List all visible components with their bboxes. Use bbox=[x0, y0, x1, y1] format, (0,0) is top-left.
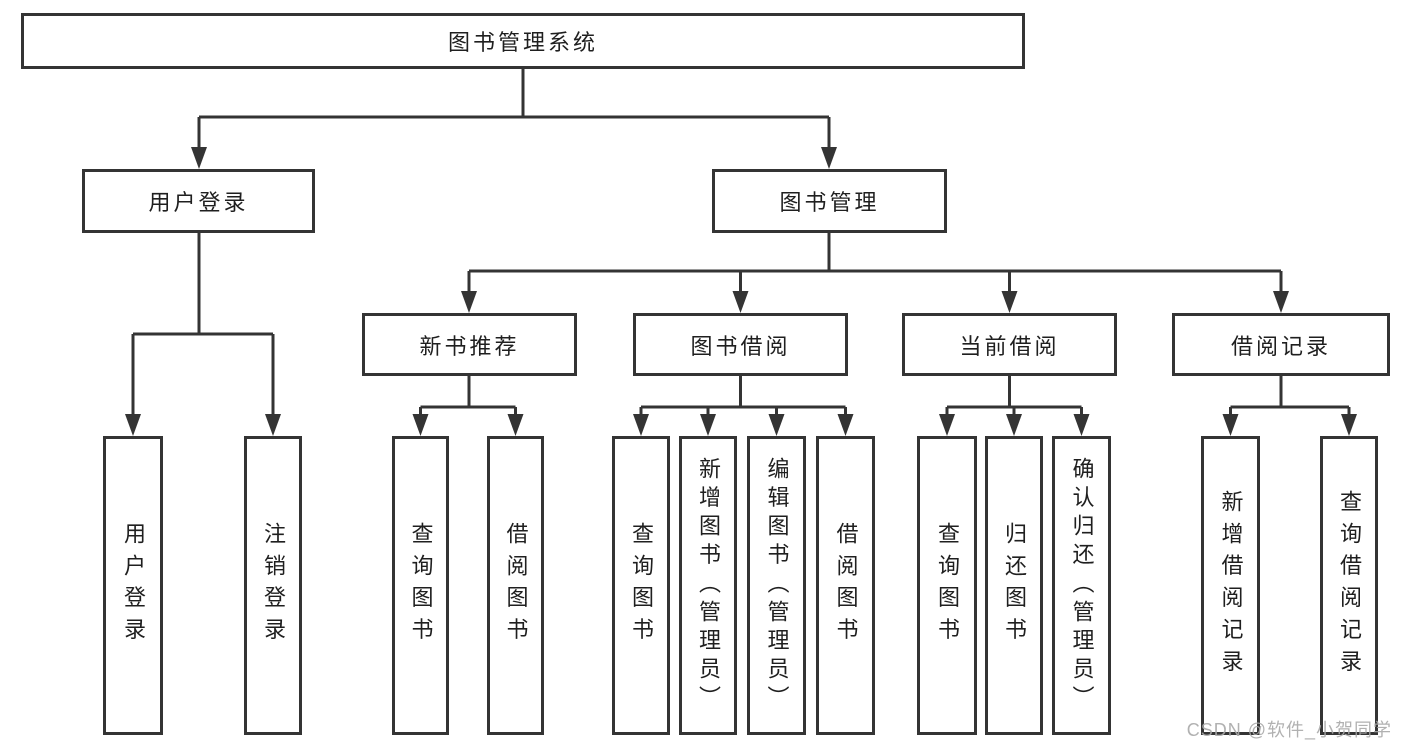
arrowhead bbox=[1273, 291, 1289, 313]
leaf-label: 借阅图书 bbox=[833, 521, 859, 650]
leaf-add-book-admin: 新增图书（管理员） bbox=[679, 436, 737, 735]
leaf-logout: 注销登录 bbox=[244, 436, 302, 735]
arrowhead bbox=[732, 291, 749, 313]
leaf-add-borrow-record: 新增借阅记录 bbox=[1201, 436, 1260, 735]
node-current-borrow-label: 当前借阅 bbox=[959, 333, 1060, 359]
connector-user-login-children bbox=[125, 233, 281, 436]
leaf-label: 确认归还（管理员） bbox=[1069, 456, 1095, 715]
node-new-book-recommend-label: 新书推荐 bbox=[419, 333, 520, 359]
arrowhead bbox=[1073, 414, 1090, 436]
node-user-login-label: 用户登录 bbox=[148, 190, 249, 215]
arrowhead bbox=[125, 414, 141, 436]
arrowhead bbox=[1006, 414, 1022, 436]
leaf-label: 新增图书（管理员） bbox=[696, 456, 721, 715]
arrowhead bbox=[939, 414, 955, 436]
leaf-label: 查询图书 bbox=[629, 521, 654, 650]
arrowhead bbox=[507, 414, 524, 436]
node-book-borrow-label: 图书借阅 bbox=[690, 333, 791, 359]
node-user-login: 用户登录 bbox=[82, 169, 315, 233]
leaf-confirm-return-admin: 确认归还（管理员） bbox=[1052, 436, 1111, 735]
connector-borrow-records-children bbox=[1222, 376, 1357, 436]
node-library-system: 图书管理系统 bbox=[21, 13, 1025, 69]
connector-current-borrow-children bbox=[939, 376, 1090, 436]
leaf-label: 借阅图书 bbox=[503, 521, 529, 650]
connector-new-book-recommend-children bbox=[412, 376, 524, 436]
leaf-query-books: 查询图书 bbox=[917, 436, 977, 735]
leaf-user-login: 用户登录 bbox=[103, 436, 163, 735]
leaf-label: 查询图书 bbox=[408, 521, 434, 650]
leaf-label: 注销登录 bbox=[261, 521, 286, 650]
arrowhead bbox=[768, 414, 785, 436]
arrowhead bbox=[265, 414, 281, 436]
connector-book-management-children bbox=[461, 233, 1289, 313]
arrowhead bbox=[1341, 414, 1357, 436]
node-new-book-recommend: 新书推荐 bbox=[362, 313, 577, 376]
node-book-management-label: 图书管理 bbox=[779, 190, 880, 215]
connector-book-borrow-children bbox=[633, 376, 854, 436]
node-library-system-label: 图书管理系统 bbox=[447, 30, 598, 55]
node-book-management: 图书管理 bbox=[712, 169, 947, 233]
leaf-label: 归还图书 bbox=[1002, 521, 1027, 650]
leaf-label: 编辑图书（管理员） bbox=[764, 456, 790, 715]
node-borrow-records: 借阅记录 bbox=[1172, 313, 1390, 376]
leaf-query-borrow-record: 查询借阅记录 bbox=[1320, 436, 1378, 735]
csdn-watermark: CSDN @软件_小贺同学 bbox=[1186, 720, 1392, 740]
leaf-label: 用户登录 bbox=[121, 521, 146, 650]
node-borrow-records-label: 借阅记录 bbox=[1230, 333, 1331, 359]
leaf-edit-book-admin: 编辑图书（管理员） bbox=[747, 436, 806, 735]
arrowhead bbox=[633, 414, 649, 436]
leaf-borrow-books: 借阅图书 bbox=[487, 436, 544, 735]
arrowhead bbox=[837, 414, 854, 436]
arrowhead bbox=[461, 291, 477, 313]
arrowhead bbox=[1222, 414, 1239, 436]
leaf-label: 查询图书 bbox=[935, 521, 960, 650]
node-book-borrow: 图书借阅 bbox=[633, 313, 848, 376]
arrowhead bbox=[821, 147, 837, 169]
leaf-query-books: 查询图书 bbox=[392, 436, 449, 735]
leaf-label: 查询借阅记录 bbox=[1337, 489, 1362, 682]
arrowhead bbox=[700, 414, 716, 436]
leaf-return-books: 归还图书 bbox=[985, 436, 1043, 735]
leaf-query-books: 查询图书 bbox=[612, 436, 670, 735]
arrowhead bbox=[1001, 291, 1018, 313]
leaf-label: 新增借阅记录 bbox=[1218, 489, 1244, 682]
node-current-borrow: 当前借阅 bbox=[902, 313, 1117, 376]
connector-root-to-level2 bbox=[191, 69, 837, 169]
arrowhead bbox=[412, 414, 429, 436]
arrowhead bbox=[191, 147, 207, 169]
leaf-borrow-books: 借阅图书 bbox=[816, 436, 875, 735]
